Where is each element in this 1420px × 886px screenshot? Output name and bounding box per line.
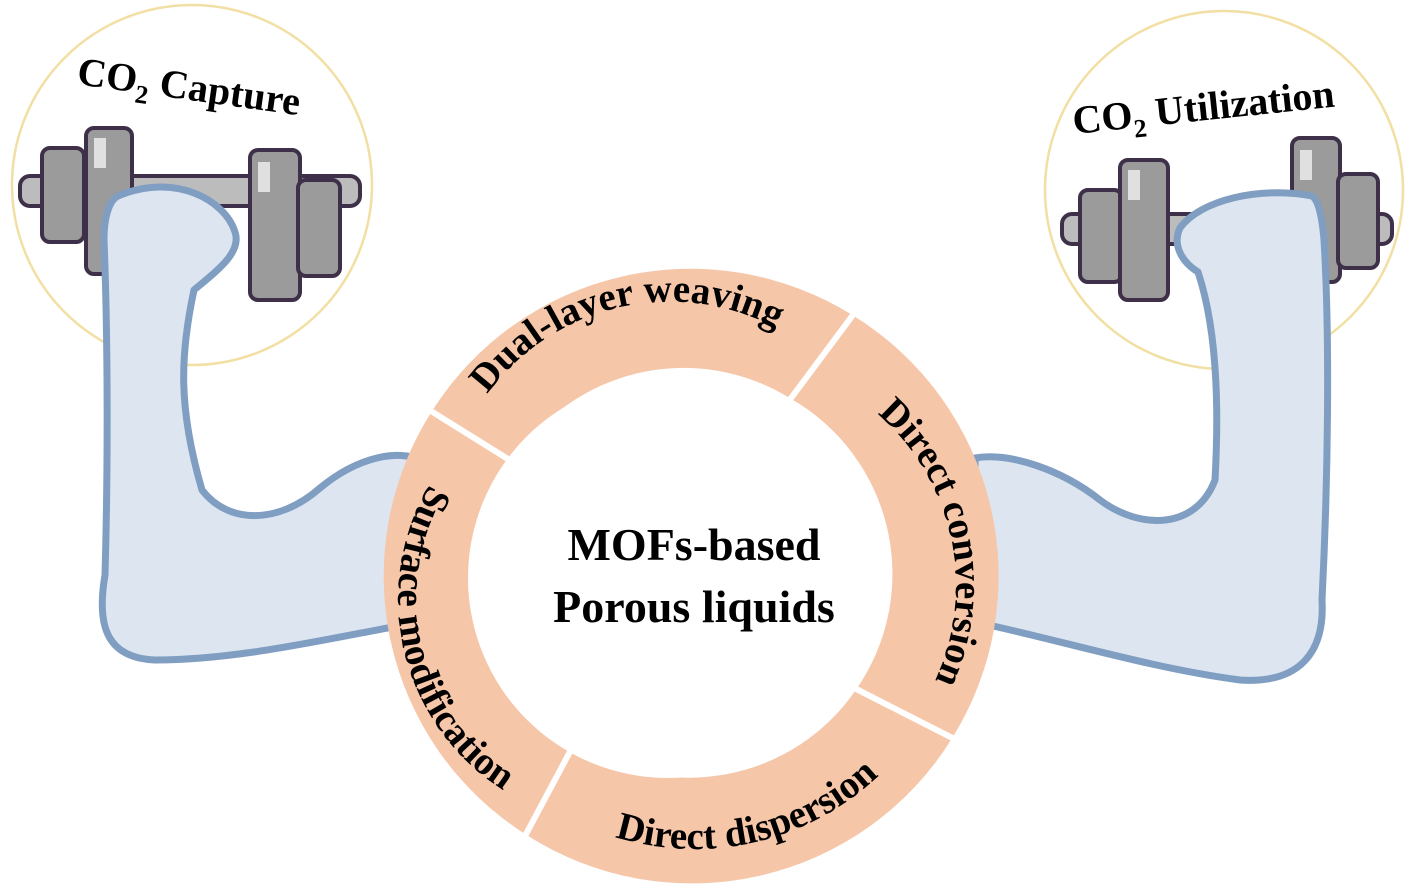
ring	[383, 268, 999, 884]
ring-divider	[853, 686, 956, 741]
right-arm-icon	[971, 189, 1332, 684]
ring-inner	[468, 378, 868, 778]
center-title-line1: MOFs-based	[568, 519, 821, 570]
segment-direct-dispersion	[525, 689, 953, 884]
center-title-line2: Porous liquids	[553, 581, 835, 632]
utilization-title-prefix: CO	[1070, 92, 1134, 143]
ring-divider	[428, 408, 516, 466]
segment-dual-layer-weaving	[431, 268, 853, 463]
capture-title-subscript: 2	[133, 79, 150, 110]
segment-direct-conversion	[790, 315, 999, 738]
utilization-title-subscript: 2	[1132, 113, 1148, 143]
ring-divider	[522, 739, 578, 838]
left-arm-icon	[98, 183, 424, 664]
ring-divider	[787, 312, 856, 402]
capture-title-prefix: CO	[75, 48, 141, 101]
